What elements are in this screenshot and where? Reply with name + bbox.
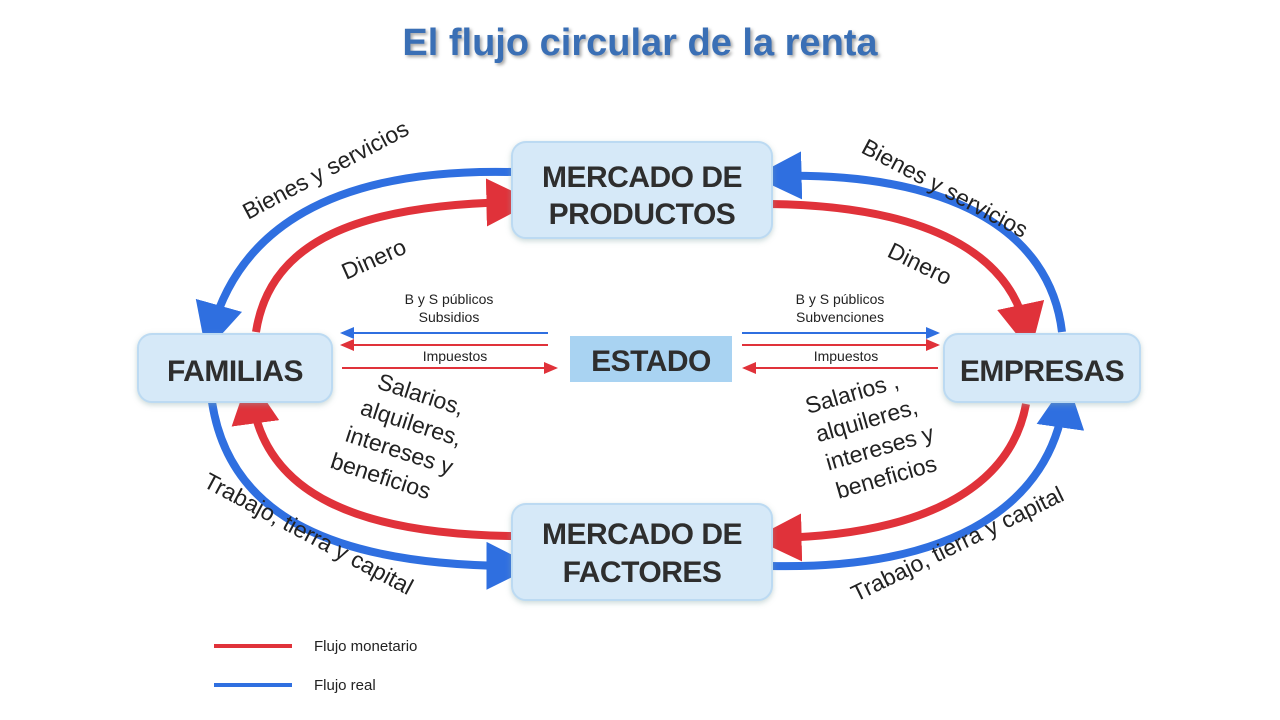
monetary-flow-factores-to-familias — [231, 375, 513, 540]
label-dinero-left: Dinero — [337, 233, 409, 284]
real-flow-productos-to-familias — [195, 167, 513, 352]
estado-label: ESTADO — [591, 345, 711, 378]
label-bienes-servicios-right: Bienes y servicios — [858, 133, 1033, 242]
legend-real-label: Flujo real — [314, 677, 376, 694]
node-empresas: EMPRESAS — [943, 333, 1141, 403]
mercado-productos-line1: MERCADO DE — [542, 161, 742, 194]
node-mercado-factores: MERCADO DE FACTORES — [511, 503, 773, 601]
estado-right-top-line2: Subvenciones — [796, 309, 884, 325]
monetary-flow-familias-to-productos — [252, 178, 535, 333]
mercado-factores-line1: MERCADO DE — [542, 518, 742, 551]
real-flow-familias-to-factores — [208, 401, 535, 590]
legend-monetario-label: Flujo monetario — [314, 638, 417, 655]
real-flow-factores-to-empresas — [769, 379, 1085, 571]
real-flow-empresas-to-productos — [753, 151, 1066, 333]
label-salarios-left: Salarios, alquileres, intereses y benefi… — [328, 368, 468, 504]
label-dinero-right: Dinero — [884, 237, 956, 290]
estado-left-bottom: Impuestos — [423, 348, 488, 364]
label-salarios-right: Salarios , alquileres, intereses y benef… — [802, 367, 939, 503]
mercado-factores-line2: FACTORES — [563, 556, 722, 589]
mercado-productos-line2: PRODUCTOS — [549, 198, 736, 231]
page-title: El flujo circular de la renta — [402, 22, 878, 64]
empresas-label: EMPRESAS — [960, 355, 1124, 388]
estado-right-bottom: Impuestos — [814, 348, 879, 364]
node-mercado-productos: MERCADO DE PRODUCTOS — [511, 141, 773, 239]
label-bienes-servicios-left: Bienes y servicios — [238, 115, 413, 224]
estado-right-top-line1: B y S públicos — [796, 291, 885, 307]
legend: Flujo monetario Flujo real — [214, 638, 417, 694]
monetary-flow-productos-to-empresas — [769, 200, 1045, 352]
monetary-flow-empresas-to-factores — [753, 403, 1030, 562]
estado-left-top-line1: B y S públicos — [405, 291, 494, 307]
node-familias: FAMILIAS — [137, 333, 333, 403]
estado-left-top-line2: Subsidios — [419, 309, 480, 325]
familias-label: FAMILIAS — [167, 355, 303, 388]
node-estado: ESTADO — [570, 336, 732, 382]
